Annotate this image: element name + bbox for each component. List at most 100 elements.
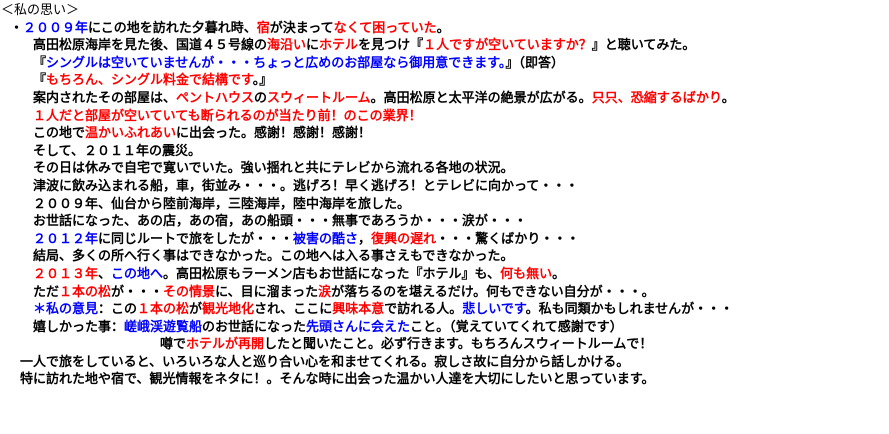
text-line: その日は休みで自宅で寛いでいた。強い揺れと共にテレビから流れる各地の状況。 [0,160,889,178]
text-segment: １本の松 [137,302,190,318]
text-segment: 『 [33,55,47,71]
text-segment: 。 [552,266,566,282]
text-segment: ２０１３年 [33,266,99,282]
text-segment: 結局、多くの所へ行く事はできなかった。この地へは入る事さえもできなかった。 [33,249,514,265]
text-segment: に、目に溜まった [215,284,319,300]
text-segment: １人ですが空いていますか？ [423,38,592,54]
text-line: 『シングルは空いていませんが・・・ちょっと広めのお部屋なら御用意できます。』（即… [0,55,889,73]
text-segment: 』と聴いてみた。 [591,38,696,54]
text-segment: が決まって [269,20,334,36]
text-segment: もちろん、シングル料金で結構です [46,73,253,89]
document-heading: ＜私の思い＞ [1,3,80,18]
text-line: 高田松原海岸を見た後、国道４５号線の海沿いにホテルを見つけ『１人ですが空いていま… [0,37,889,55]
text-line: 嬉しかった事：嵯峨渓遊覧船のお世話になった先頭さんに会えたこと。（覚えていてくれ… [0,319,889,337]
text-segment: 案内されたその部屋は、 [33,90,177,106]
text-segment: 宿 [256,20,270,36]
text-segment: 。 [436,20,450,36]
text-segment: ホテルが再開 [186,337,265,353]
text-segment: にこの地を訪れた夕暮れ時、 [88,20,257,36]
text-segment: を見つけ『 [358,38,424,54]
text-line: 『もちろん、シングル料金で結構です。』 [0,72,889,90]
text-segment: が [189,302,203,318]
text-segment: 高田松原海岸を見た後、国道４５号線の [33,38,268,54]
text-line: ２００９年、仙台から陸前海岸，三陸海岸，陸中海岸を旅した。 [0,196,889,214]
text-line: そして、２０１１年の震災。 [0,143,889,161]
text-segment: 観光地化 [202,302,255,318]
text-segment: そして、２０１１年の震災。 [33,143,201,159]
text-line: ただ１本の松が・・・その情景に、目に溜まった涙が落ちるのを堪えるだけ。何もできな… [0,284,889,302]
text-segment: ペントハウス [176,90,255,106]
text-line: 一人で旅をしていると、いろいろな人と巡り合い心を和ませてくれる。寂しさ故に自分か… [0,354,889,372]
text-segment: その情景 [163,284,216,300]
text-segment: 悲しいです [462,302,526,318]
text-segment: 特に訪れた地や宿で、観光情報をネタに！。そんな時に出会った温かい人達を大切にした… [20,372,655,388]
text-segment: 。高田松原もラーメン店もお世話になった『ホテル』も、 [163,266,501,282]
text-segment: 涙 [318,284,332,300]
text-segment: 先頭さんに会えた [306,319,411,335]
text-segment: したと聞いたこと。必ず行きます。もちろんスウィートルームで！ [264,337,653,353]
text-segment: 。 [721,90,735,106]
text-line: ２０１３年、この地へ。高田松原もラーメン店もお世話になった『ホテル』も、何も無い… [0,266,889,284]
text-segment: 噂で [160,337,187,353]
text-segment: シングルは空いていませんが・・・ちょっと広めのお部屋なら御用意できます。 [46,55,506,71]
text-segment: 嵯峨渓遊覧船 [124,319,203,335]
text-segment: 海沿い [267,38,307,54]
text-segment: ：この [98,302,138,318]
text-line: ＊私の意見：この１本の松が観光地化され、ここに興味本意で訪れる人。悲しいです。私… [0,301,889,319]
text-line: 特に訪れた地や宿で、観光情報をネタに！。そんな時に出会った温かい人達を大切にした… [0,371,889,389]
text-line: 津波に飲み込まれる船，車，街並み・・・。逃げろ！早く逃げろ！とテレビに向かって・… [0,178,889,196]
text-segment: 嬉しかった事： [33,319,125,335]
text-segment: １本の松 [59,284,112,300]
text-segment: に [306,38,320,54]
text-segment: 津波に飲み込まれる船，車，街並み・・・。逃げろ！早く逃げろ！とテレビに向かって・… [33,178,579,194]
text-segment: が・・・ [111,284,164,300]
text-segment: 温かいふれあい [85,126,177,142]
text-segment: この地へ [111,266,164,282]
text-segment: 何も無い [500,266,553,282]
text-segment: 、 [98,266,112,282]
document-body: ・２００９年にこの地を訪れた夕暮れ時、宿が決まってなくて困っていた。高田松原海岸… [0,20,889,389]
text-segment: ２０１２年 [33,231,99,247]
text-line: お世話になった、あの店，あの宿，あの船頭・・・無事であろうか・・・涙が・・・ [0,213,889,231]
text-segment: に出会った。感謝！感謝！感謝！ [176,126,372,142]
text-segment: １人だと部屋が空いていても断られるのが当たり前！のこの業界！ [33,108,422,124]
text-segment: で訪れる人。 [384,302,463,318]
text-segment: ホテル [319,38,359,54]
text-segment: ２００９年 [23,20,89,36]
text-segment: ２００９年、仙台から陸前海岸，三陸海岸，陸中海岸を旅した。 [33,196,411,212]
text-segment: 『 [33,73,47,89]
text-segment: こと。（覚えていてくれて感謝です） [410,319,623,335]
text-segment: 。』 [252,73,273,89]
text-segment: 被害の酷さ [293,231,359,247]
text-line: 結局、多くの所へ行く事はできなかった。この地へは入る事さえもできなかった。 [0,248,889,266]
text-segment: 。高田松原と太平洋の絶景が広がる。 [370,90,592,106]
text-line: ・２００９年にこの地を訪れた夕暮れ時、宿が決まってなくて困っていた。 [0,20,889,38]
text-segment: 』（即答） [505,55,564,71]
text-segment: の [254,90,268,106]
text-segment: スウィートルーム [267,90,371,106]
text-segment: され、ここに [254,302,333,318]
text-segment: その日は休みで自宅で寛いでいた。強い揺れと共にテレビから流れる各地の状況。 [33,161,514,177]
text-line: ２０１２年に同じルートで旅をしたが・・・被害の酷さ，復興の遅れ・・・驚くばかり・… [0,231,889,249]
text-line: 案内されたその部屋は、ペントハウスのスウィートルーム。高田松原と太平洋の絶景が広… [0,90,889,108]
text-line: この地で温かいふれあいに出会った。感謝！感謝！感謝！ [0,125,889,143]
text-segment: 。私も同類かもしれませんが・・・ [525,302,734,318]
text-segment: ただ [33,284,60,300]
text-segment: 復興の遅れ [371,231,437,247]
text-segment: ＊私の意見 [33,302,99,318]
text-segment: なくて困っていた [333,20,437,36]
text-segment: この地で [33,126,86,142]
text-segment: に同じルートで旅をしたが・・・ [98,231,294,247]
text-segment: のお世話になった [202,319,307,335]
text-segment: お世話になった、あの店，あの宿，あの船頭・・・無事であろうか・・・涙が・・・ [33,214,527,230]
text-segment: が落ちるのを堪えるだけ。何もできない自分が・・・。 [331,284,655,300]
text-segment: 只只、恐縮するばかり [591,90,722,106]
text-segment: ， [358,231,372,247]
text-segment: 一人で旅をしていると、いろいろな人と巡り合い心を和ませてくれる。寂しさ故に自分か… [20,354,630,370]
text-line: １人だと部屋が空いていても断られるのが当たり前！のこの業界！ [0,108,889,126]
text-line: 噂でホテルが再開したと聞いたこと。必ず行きます。もちろんスウィートルームで！ [0,336,889,354]
text-segment: 興味本意 [332,302,385,318]
text-segment: ・・・驚くばかり・・・ [436,231,580,247]
text-segment: ・ [10,20,24,36]
